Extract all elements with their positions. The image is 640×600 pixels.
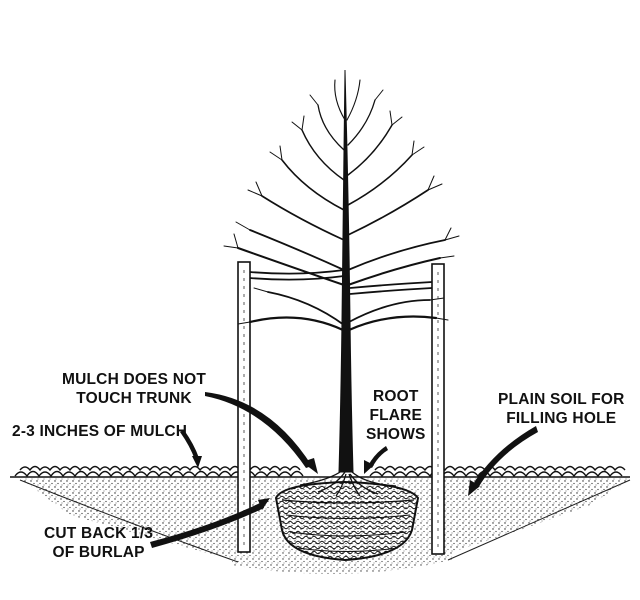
label-line: ROOT xyxy=(372,388,419,405)
label-line: TOUCH TRUNK xyxy=(76,390,192,407)
right-stake xyxy=(431,263,445,555)
arrow-mulch-depth xyxy=(180,430,202,468)
label-line: MULCH DOES NOT xyxy=(62,371,207,388)
arrow-mulch-not-touch xyxy=(205,392,318,474)
label-burlap: CUT BACK 1/3 OF BURLAP xyxy=(44,524,153,562)
mulch-layer xyxy=(14,465,626,478)
label-plain-soil: PLAIN SOIL FOR FILLING HOLE xyxy=(498,390,625,428)
tree-branches xyxy=(223,79,460,332)
backfill-soil-right xyxy=(452,478,632,552)
label-line: CUT BACK 1/3 xyxy=(44,525,154,542)
label-line: PLAIN SOIL FOR xyxy=(498,391,625,408)
label-root-flare: ROOT FLARE SHOWS xyxy=(366,387,426,444)
root-ball xyxy=(274,480,420,562)
label-line: SHOWS xyxy=(366,426,426,443)
tree-trunk xyxy=(338,69,354,473)
stake-ties xyxy=(249,269,433,295)
arrow-burlap xyxy=(150,498,270,548)
label-line: 2-3 INCHES OF MULCH xyxy=(12,423,188,440)
arrow-root-flare xyxy=(364,446,388,474)
label-mulch-depth: 2-3 INCHES OF MULCH xyxy=(12,422,187,441)
label-line: OF BURLAP xyxy=(52,544,145,561)
arrow-plain-soil xyxy=(468,426,538,496)
label-line: FILLING HOLE xyxy=(506,410,617,427)
label-mulch-not-touch: MULCH DOES NOT TOUCH TRUNK xyxy=(62,370,206,408)
label-line: FLARE xyxy=(369,407,423,424)
